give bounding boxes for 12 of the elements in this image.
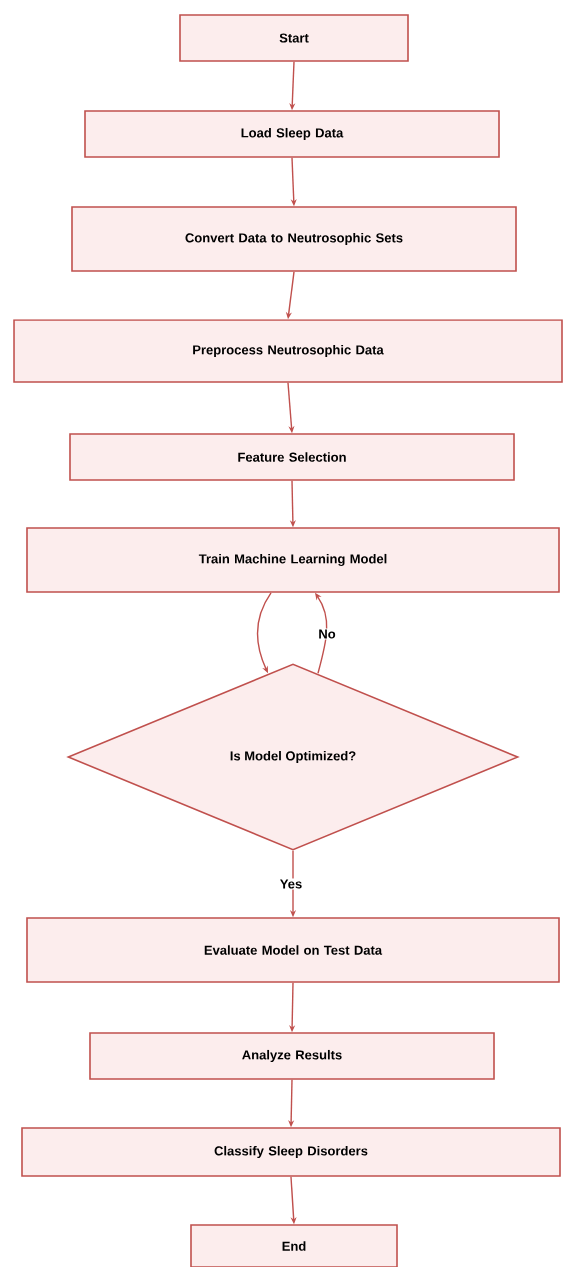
process-box: Convert Data to Neutrosophic Sets bbox=[71, 206, 517, 272]
process-box: Analyze Results bbox=[89, 1032, 495, 1080]
edge-label: No bbox=[317, 628, 337, 640]
process-box: End bbox=[190, 1224, 398, 1267]
process-box: Feature Selection bbox=[69, 433, 515, 481]
process-box: Train Machine Learning Model bbox=[26, 527, 560, 593]
edge-label: Yes bbox=[278, 878, 304, 890]
process-box: Preprocess Neutrosophic Data bbox=[13, 319, 563, 383]
process-box: Load Sleep Data bbox=[84, 110, 500, 158]
process-box: Start bbox=[179, 14, 409, 62]
process-box: Evaluate Model on Test Data bbox=[26, 917, 560, 983]
process-box: Classify Sleep Disorders bbox=[21, 1127, 561, 1177]
